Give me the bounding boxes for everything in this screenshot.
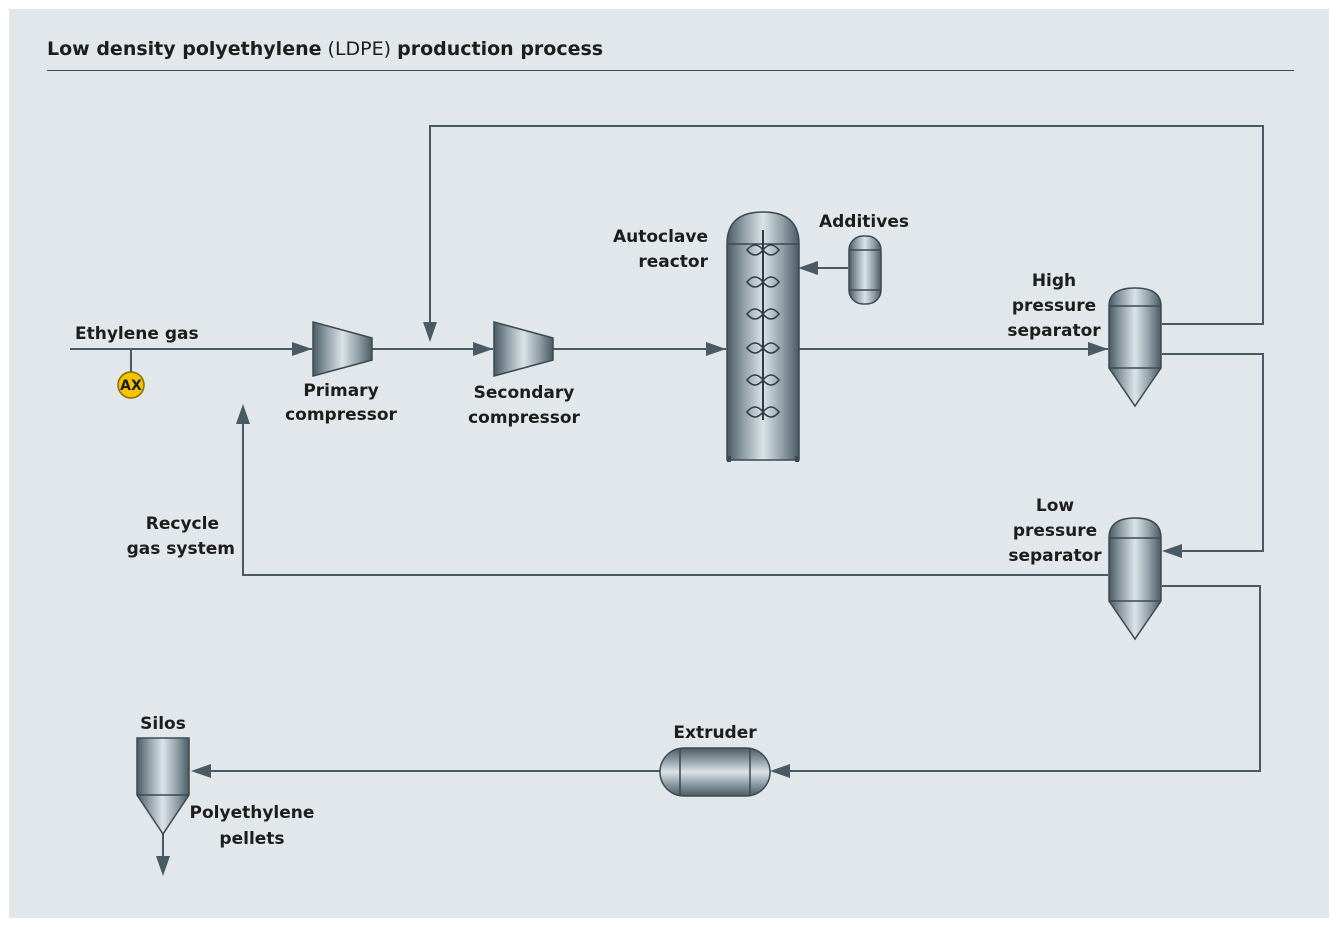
label-silos: Silos: [140, 714, 186, 734]
arrow-additives-into-reactor: [798, 261, 818, 275]
pipe-network: [70, 125, 1264, 876]
arrow-into-reactor: [706, 342, 726, 356]
pipe-lp-recycle: [242, 420, 1108, 576]
high-pressure-separator-icon: [1108, 287, 1162, 408]
label-hp-separator-line2: pressure: [1012, 296, 1096, 316]
additives-vessel-icon: [848, 235, 882, 305]
label-lp-separator-line3: separator: [1008, 546, 1102, 566]
arrow-into-secondary: [473, 342, 493, 356]
label-secondary-compressor-line1: Secondary: [474, 383, 575, 403]
label-secondary-compressor-line2: compressor: [468, 408, 580, 428]
primary-compressor-icon: [312, 321, 373, 377]
arrow-into-primary: [292, 342, 312, 356]
pipe-hp-to-lp-separator: [1162, 353, 1264, 552]
arrow-into-silos: [191, 764, 211, 778]
arrow-into-hp-separator: [1088, 342, 1108, 356]
low-pressure-separator-icon: [1108, 517, 1162, 641]
label-ethylene-gas: Ethylene gas: [75, 324, 199, 344]
label-polyethylene-pellets-line2: pellets: [219, 829, 284, 849]
pipe-hp-recycle-loop: [429, 125, 1264, 326]
reactor-agitator-blades: [745, 244, 781, 418]
label-lp-separator-line1: Low: [1036, 496, 1075, 516]
arrow-hp-recycle-return: [423, 322, 437, 342]
label-hp-separator-line3: separator: [1007, 321, 1101, 341]
arrow-silo-outlet: [156, 856, 170, 876]
label-recycle-gas-line1: Recycle: [146, 514, 219, 534]
arrow-into-extruder: [770, 764, 790, 778]
silos-icon: [136, 737, 190, 836]
pipe-lp-to-extruder: [785, 585, 1261, 772]
autoclave-reactor-icon: [726, 211, 800, 462]
label-autoclave-reactor-line1: Autoclave: [613, 227, 708, 247]
label-recycle-gas-line2: gas system: [127, 539, 235, 559]
secondary-compressor-icon: [493, 321, 554, 377]
arrow-recycle-gas-up: [236, 404, 250, 424]
label-polyethylene-pellets-line1: Polyethylene: [190, 803, 315, 823]
label-extruder: Extruder: [673, 723, 757, 743]
title-part-3: production process: [397, 38, 604, 60]
arrow-into-lp-separator: [1162, 544, 1182, 558]
extruder-icon: [659, 747, 771, 797]
label-primary-compressor-line1: Primary: [303, 381, 378, 401]
label-hp-separator-line1: High: [1032, 271, 1076, 291]
title-part-1: Low density polyethylene: [47, 38, 322, 60]
label-lp-separator-line2: pressure: [1013, 521, 1097, 541]
label-primary-compressor-line2: compressor: [285, 405, 397, 425]
label-autoclave-reactor-line2: reactor: [638, 252, 708, 272]
title-underline: [47, 70, 1294, 71]
page-title: Low density polyethylene (LDPE) producti…: [47, 38, 603, 60]
analyzer-label: AX: [120, 378, 142, 394]
title-part-2: (LDPE): [327, 38, 392, 60]
analyzer-ax-icon: AX: [117, 371, 145, 399]
label-additives: Additives: [819, 212, 909, 232]
